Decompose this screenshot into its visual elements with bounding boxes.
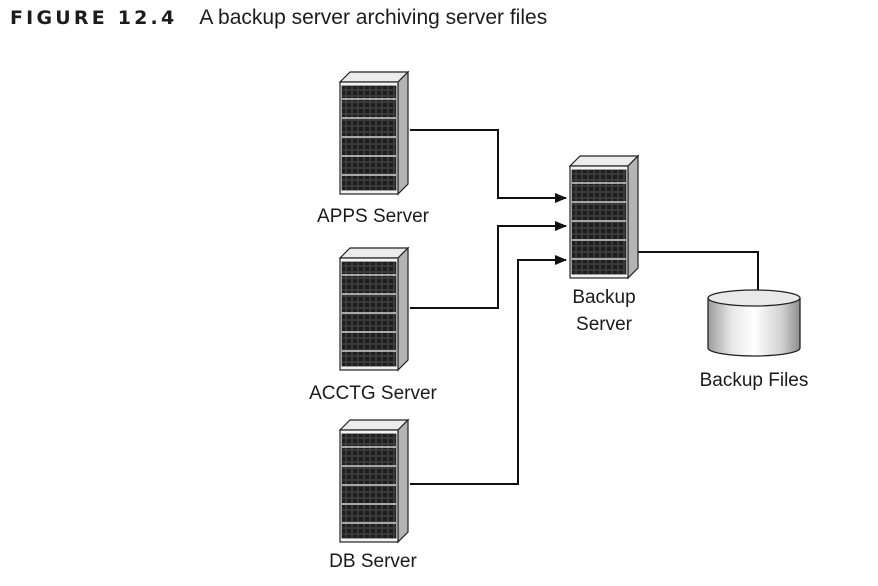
disk-storage-icon — [707, 289, 801, 357]
figure-number: FIGURE 12.4 — [10, 7, 178, 29]
backup-server-label-line1: Backup — [572, 287, 635, 308]
figure-title: A backup server archiving server files — [199, 6, 548, 29]
backup-files: Backup Files — [700, 289, 809, 391]
backup-files-label: Backup Files — [700, 370, 809, 391]
db-server-label: DB Server — [329, 551, 417, 572]
acctg-server: ACCTG Server — [309, 247, 438, 404]
apps-server: APPS Server — [317, 71, 430, 227]
server-tower-icon — [339, 419, 409, 543]
backup-server-label-line2: Server — [576, 314, 633, 335]
server-tower-icon — [569, 155, 639, 279]
figure-caption: FIGURE 12.4 A backup server archiving se… — [10, 6, 547, 36]
server-tower-icon — [339, 71, 409, 195]
connectors — [410, 129, 759, 485]
acctg-server-label: ACCTG Server — [309, 383, 437, 404]
acctg-to-backup-arrow — [410, 221, 567, 309]
backup-server: Backup Server — [569, 155, 639, 335]
backup-to-files-line — [638, 251, 759, 298]
db-to-backup-arrow — [410, 255, 567, 485]
server-tower-icon — [339, 247, 409, 371]
apps-server-label: APPS Server — [317, 206, 430, 227]
apps-to-backup-arrow — [410, 129, 567, 203]
db-server: DB Server — [329, 419, 417, 572]
